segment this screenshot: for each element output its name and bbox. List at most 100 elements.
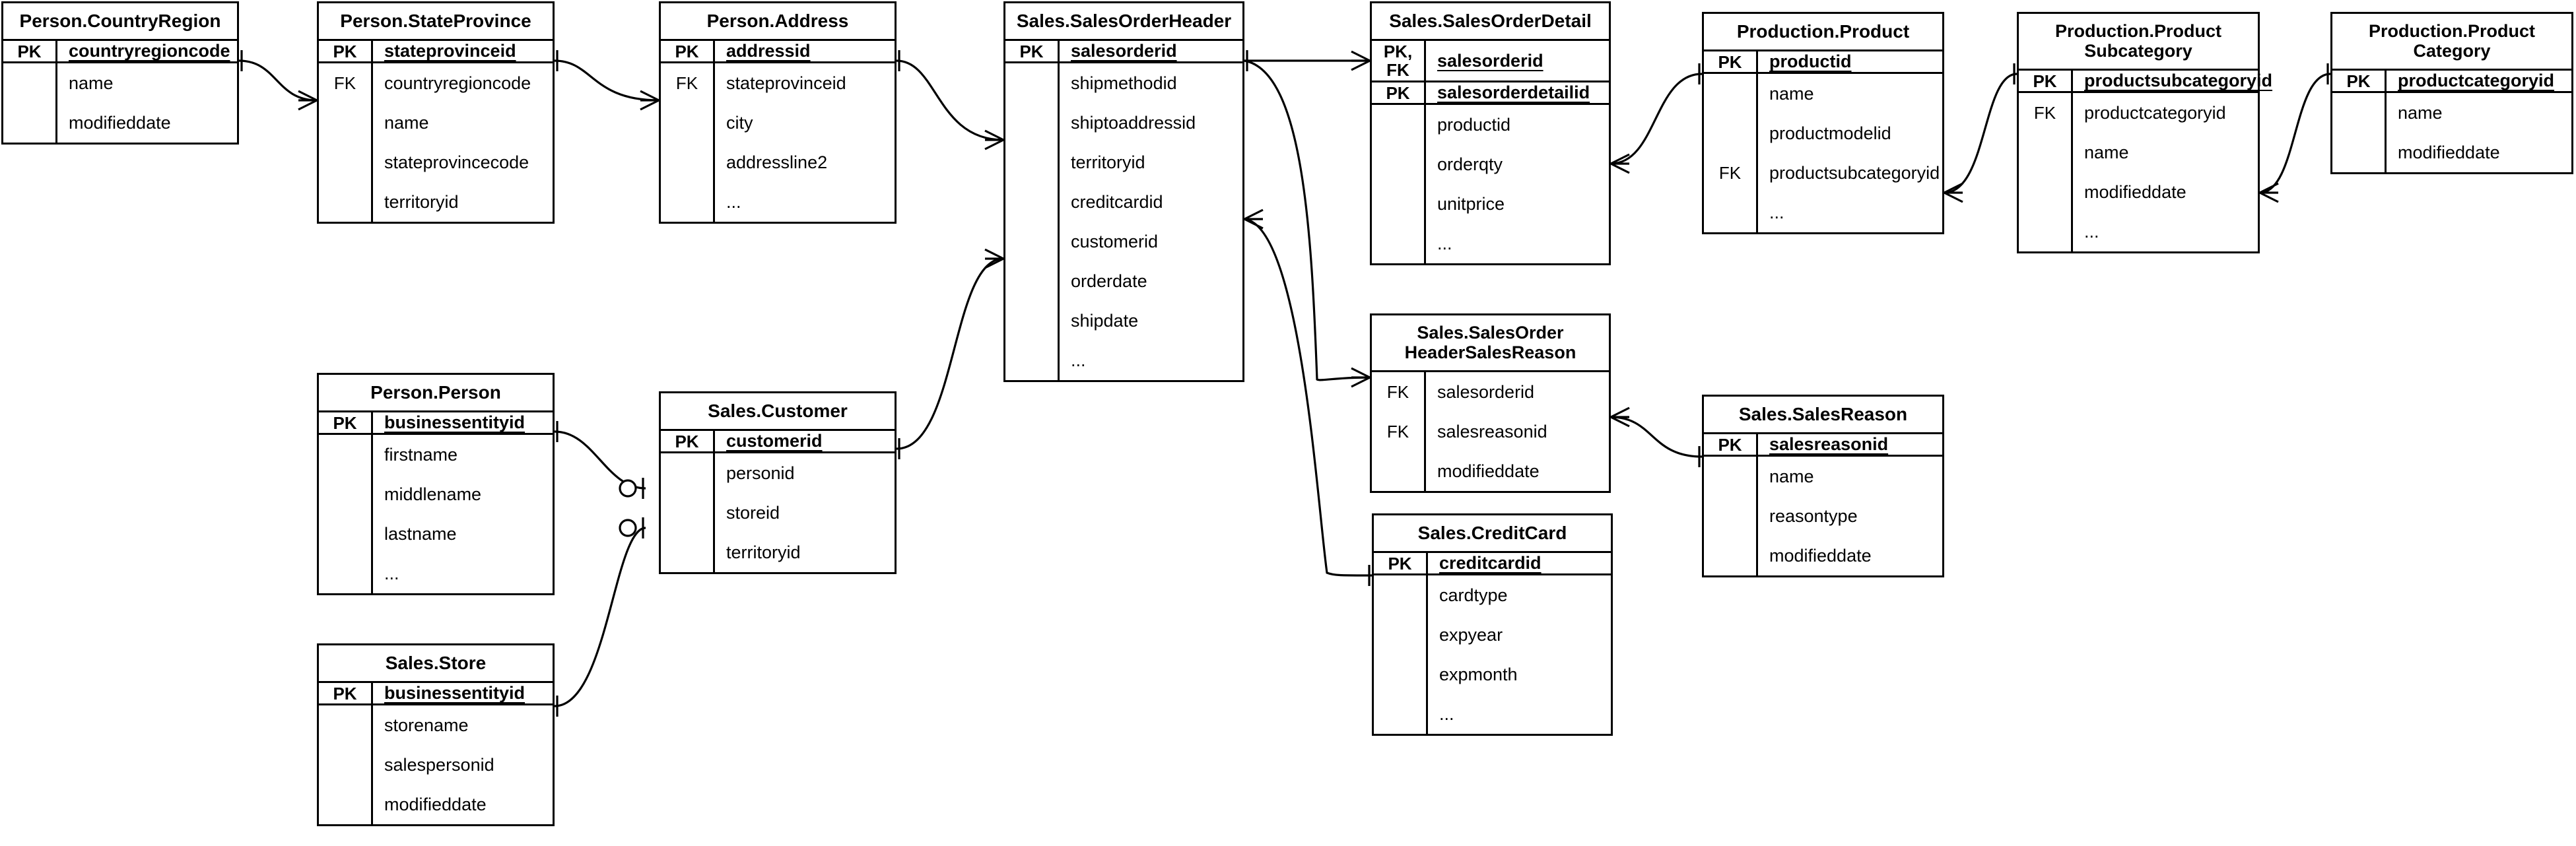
key-tag [1374, 655, 1426, 694]
key-row: PK salesreasonid [1704, 434, 1942, 457]
crowsfoot-salesorderdetail-salesorderid [1351, 50, 1371, 71]
key-tag [661, 453, 713, 493]
entity-sales-salesorderheader[interactable]: Sales.SalesOrderHeader PK salesorderid s… [1003, 1, 1244, 383]
key-column [1005, 63, 1060, 381]
name-column: productcategoryid name modifieddate ... [2073, 93, 2258, 251]
entity-sales-creditcard[interactable]: Sales.CreditCard PK creditcardid cardtyp… [1372, 513, 1613, 736]
attribute-name: modifieddate [1437, 461, 1540, 481]
attribute-name: creditcardid [1071, 191, 1163, 212]
entity-title: Sales.SalesReason [1704, 397, 1942, 435]
entity-production-product[interactable]: Production.Product PK productid FK name … [1702, 12, 1944, 235]
relationship-customer-salesorderheader [896, 257, 1004, 450]
key-tag [1704, 496, 1756, 536]
attribute-body: FK stateprovinceid city addressline2 ... [661, 63, 895, 222]
relationship-person-customer [554, 430, 646, 490]
key-tag: PK [661, 41, 715, 62]
key-tag [319, 182, 371, 222]
name-column: name modifieddate [2387, 93, 2571, 172]
key-column: FK [319, 63, 373, 222]
entity-title: Person.CountryRegion [3, 3, 237, 42]
key-tag [1005, 301, 1058, 341]
attribute-name: salesorderdetailid [1437, 82, 1590, 103]
entity-person-address[interactable]: Person.Address PK addressid FK stateprov… [659, 1, 897, 224]
name-column: personid storeid territoryid [715, 453, 895, 572]
key-tag: FK [333, 73, 356, 93]
key-tag [1372, 224, 1424, 263]
attribute-name: middlename [384, 484, 482, 504]
attribute-name: shiptoaddressid [1071, 112, 1196, 133]
attribute-name: shipdate [1071, 310, 1139, 331]
attribute-name: stateprovinceid [726, 73, 846, 93]
attribute-name: businessentityid [384, 412, 525, 433]
attribute-name: ... [384, 563, 399, 583]
entity-person-stateprovince[interactable]: Person.StateProvince PK stateprovinceid … [317, 1, 555, 224]
attribute-name: ... [1071, 350, 1086, 370]
key-row: PK, FK salesorderid [1372, 41, 1609, 83]
key-tag: PK [319, 41, 373, 62]
key-tag [661, 493, 713, 533]
key-tag [319, 474, 371, 514]
entity-title: Sales.CreditCard [1374, 515, 1611, 554]
attribute-name: cardtype [1439, 585, 1508, 605]
attribute-body: shipmethodid shiptoaddressid territoryid… [1005, 63, 1242, 381]
crowsfoot-salesorderheader-shiptoaddressid [984, 129, 1004, 150]
attribute-name: firstname [384, 444, 458, 465]
relationship-salesorderheader-creditcard [1244, 218, 1373, 577]
relationship-salesorderheader-headersalesreason [1244, 59, 1371, 381]
key-row: PK businessentityid [319, 683, 553, 706]
attribute-name: orderdate [1071, 271, 1147, 291]
entity-title: Sales.SalesOrder HeaderSalesReason [1372, 315, 1609, 373]
relationship-salesorderdetail-product [1610, 73, 1703, 165]
attribute-name: name [69, 73, 114, 93]
key-tag [661, 103, 713, 143]
key-row: PK salesorderid [1005, 41, 1242, 64]
attribute-name: productid [1437, 114, 1511, 135]
attribute-name: shipmethodid [1071, 73, 1177, 93]
key-tag: PK [1374, 553, 1428, 574]
entity-sales-salesreason[interactable]: Sales.SalesReason PK salesreasonid name … [1702, 395, 1944, 578]
attribute-name: productmodelid [1769, 123, 1891, 143]
name-column: name reasontype modifieddate [1758, 457, 1942, 575]
key-tag [1374, 575, 1426, 615]
key-tag [1372, 105, 1424, 145]
crowsfoot-salesorderdetail-productid [1610, 153, 1630, 174]
attribute-body: firstname middlename lastname ... [319, 435, 553, 594]
entity-production-productsubcategory[interactable]: Production.Product Subcategory PK produc… [2017, 12, 2272, 254]
attribute-name: addressline2 [726, 152, 828, 172]
attribute-name: name [1769, 83, 1814, 104]
entity-title: Sales.Store [319, 645, 553, 684]
attribute-body: FK name productmodelid productsubcategor… [1704, 74, 1942, 233]
entity-sales-salesorderdetail[interactable]: Sales.SalesOrderDetail PK, FK salesorder… [1370, 1, 1611, 266]
attribute-name: businessentityid [384, 683, 525, 703]
attribute-name: city [726, 112, 753, 133]
key-tag: PK [1372, 82, 1426, 104]
attribute-name: productcategoryid [2084, 102, 2226, 123]
key-column: FK [2019, 93, 2073, 252]
entity-sales-customer[interactable]: Sales.Customer PK customerid personid st… [659, 391, 897, 575]
key-row: PK salesorderdetailid [1372, 82, 1609, 106]
attribute-name: territoryid [726, 542, 801, 562]
crowsfoot-headersalesreason-salesorderid [1351, 367, 1371, 388]
attribute-name: name [384, 112, 429, 133]
key-tag [1005, 103, 1058, 143]
attribute-body: name modifieddate [2332, 93, 2571, 173]
attribute-name: productid [1769, 51, 1852, 72]
attribute-name: expyear [1439, 624, 1503, 645]
attribute-body: name reasontype modifieddate [1704, 457, 1942, 576]
attribute-name: name [2084, 142, 2129, 162]
attribute-body: FK productcategoryid name modifieddate .… [2019, 93, 2258, 252]
attribute-name: salespersonid [384, 754, 494, 775]
crowsfoot-address-stateprovinceid [640, 90, 660, 111]
name-column: countryregioncode name stateprovincecode… [373, 63, 553, 222]
entity-person-person[interactable]: Person.Person PK businessentityid firstn… [317, 373, 555, 596]
attribute-name: name [2398, 102, 2443, 123]
attribute-name: addressid [726, 41, 811, 61]
entity-person-countryregion[interactable]: Person.CountryRegion PK countryregioncod… [1, 1, 239, 145]
key-row: PK productsubcategoryid [2019, 71, 2272, 94]
key-tag [2019, 212, 2071, 251]
entity-sales-salesorderheadersalesreason[interactable]: Sales.SalesOrder HeaderSalesReason FK FK… [1370, 313, 1611, 494]
entity-production-productcategory[interactable]: Production.Product Category PK productca… [2330, 12, 2573, 175]
entity-sales-store[interactable]: Sales.Store PK businessentityid storenam… [317, 643, 555, 827]
key-tag: PK [1005, 41, 1060, 62]
